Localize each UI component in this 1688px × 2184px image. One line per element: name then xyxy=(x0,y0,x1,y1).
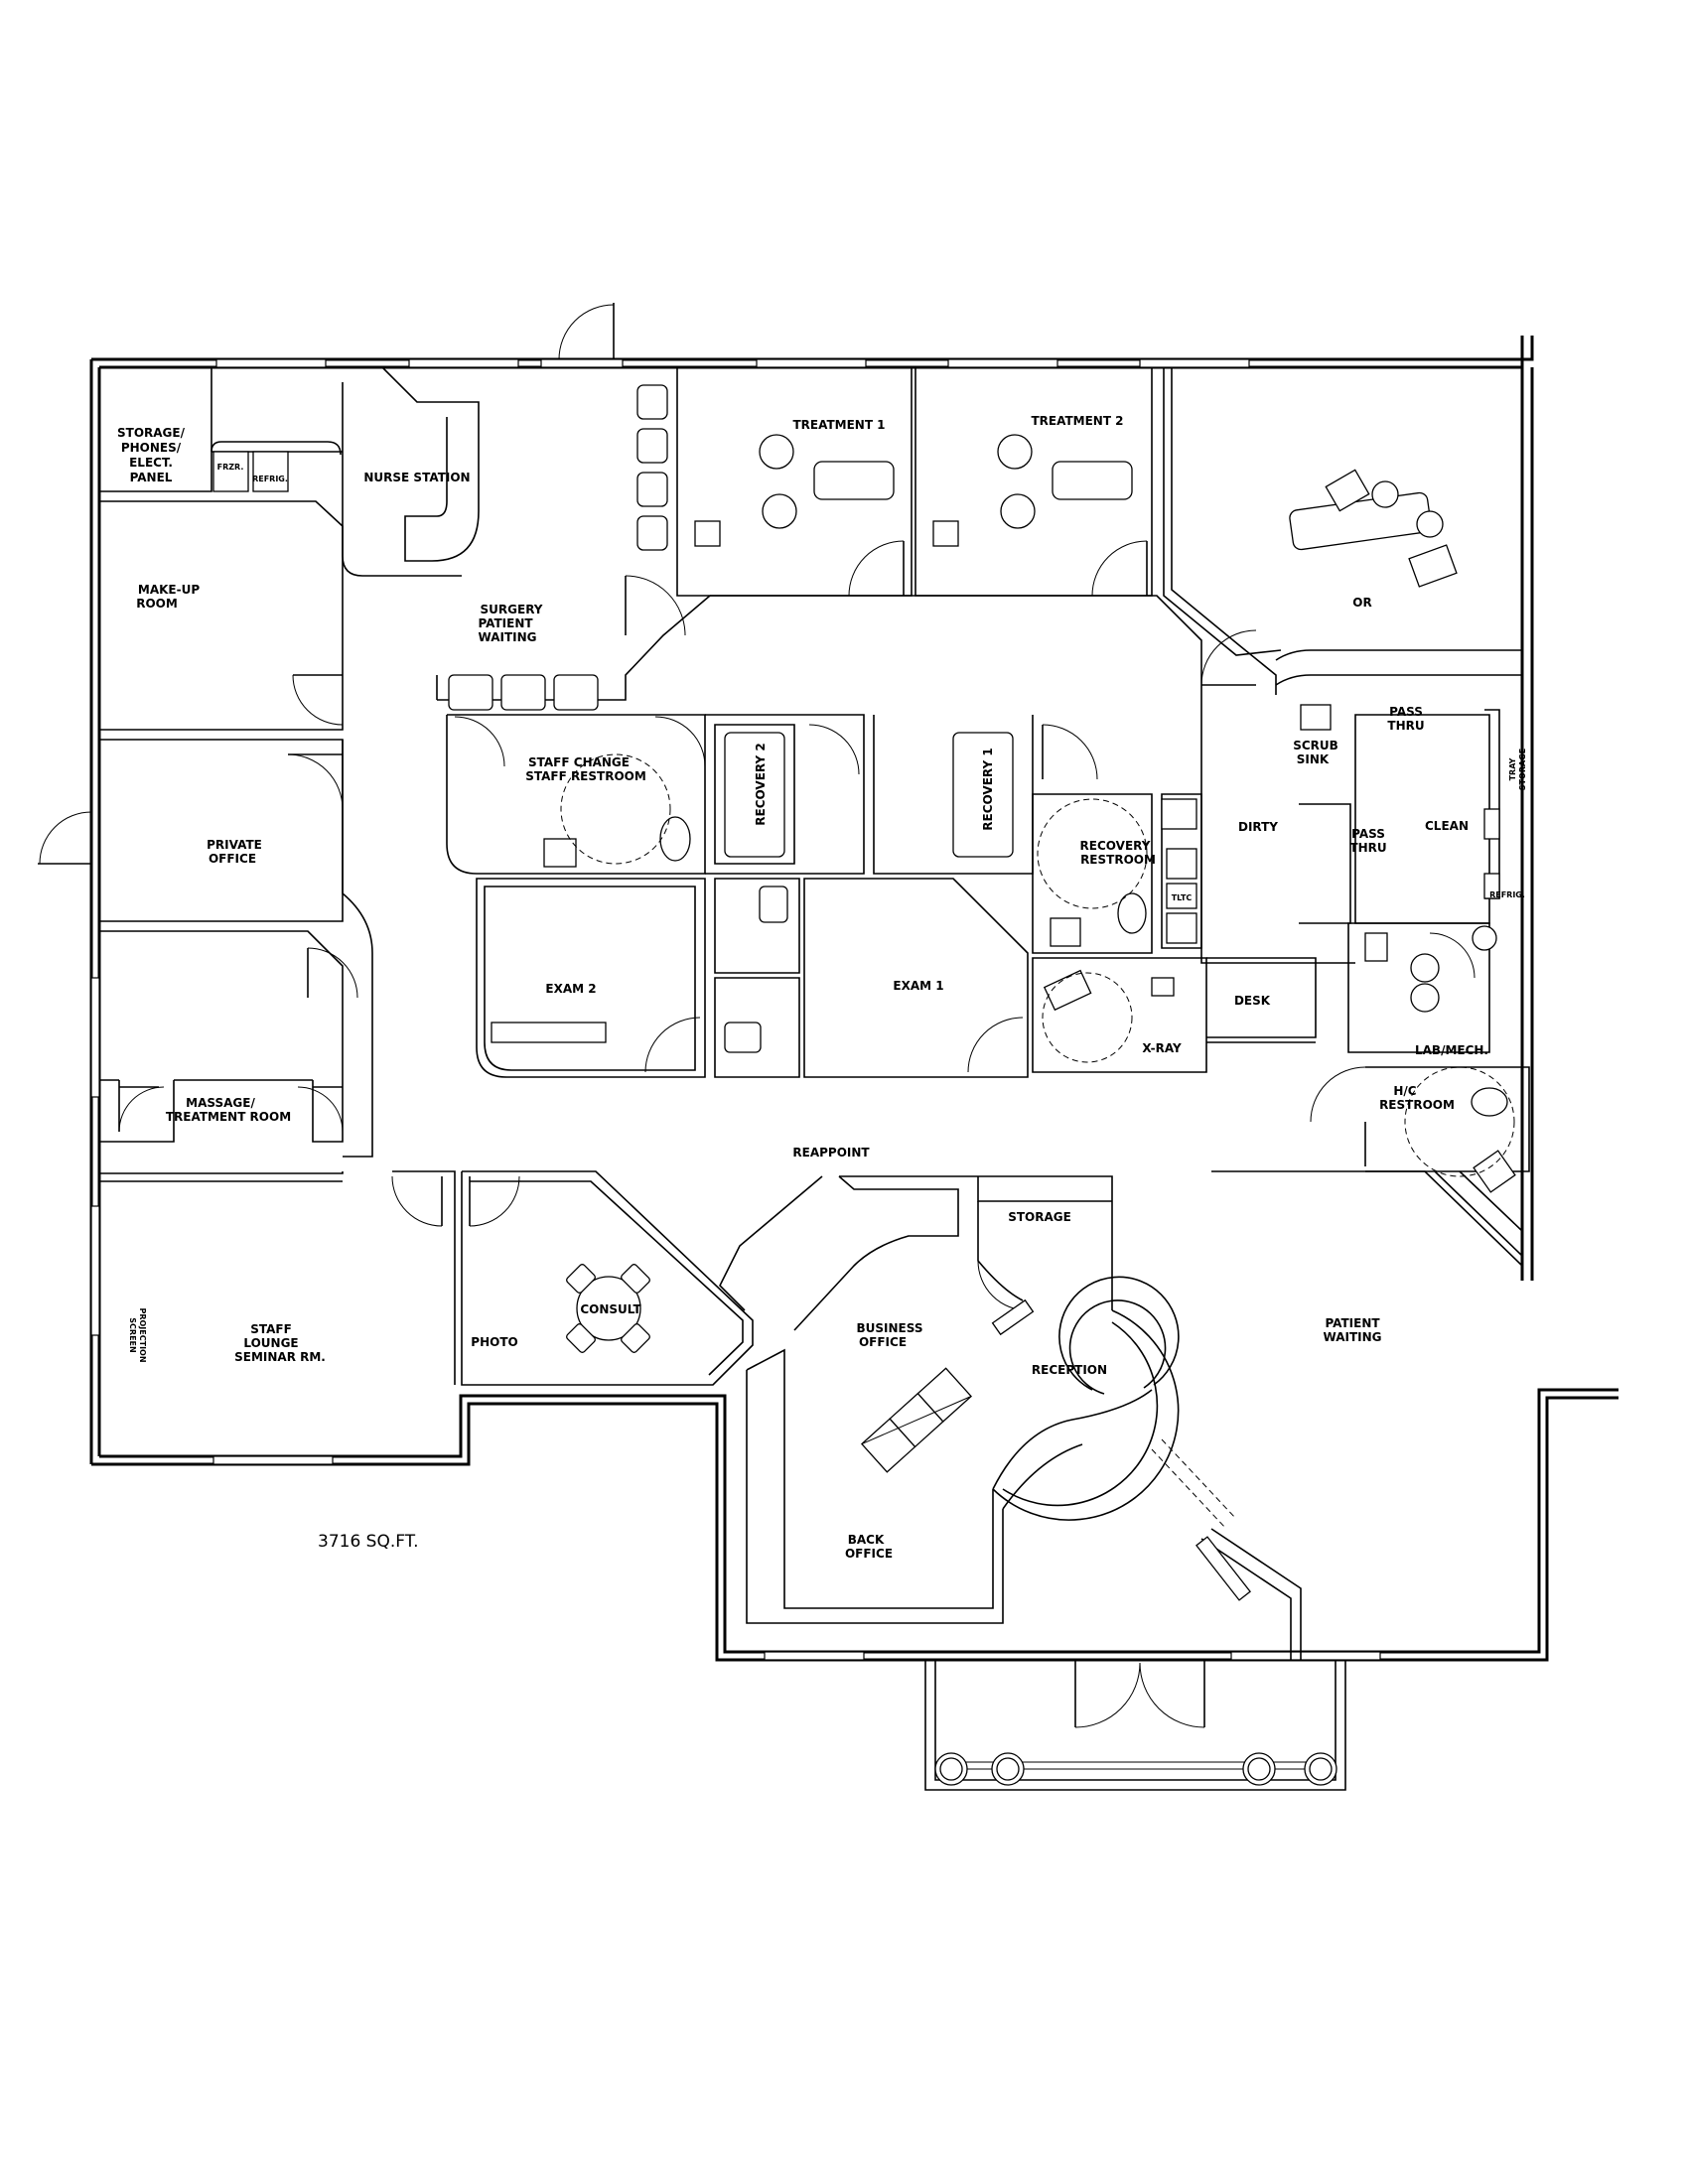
label-exam-1: EXAM 1 xyxy=(893,979,943,993)
label-tray-storage: TRAYSTORAGE xyxy=(1508,749,1527,790)
label-massage: MASSAGE/TREATMENT ROOM xyxy=(166,1096,291,1124)
label-x-ray: X-RAY xyxy=(1142,1041,1182,1055)
label-reception: RECEPTION xyxy=(1032,1363,1107,1377)
label-projection-screen: PROJECTIONSCREEN xyxy=(128,1307,147,1362)
label-nurse-station: NURSE STATION xyxy=(363,471,470,484)
label-recovery-1: RECOVERY 1 xyxy=(981,748,995,830)
label-recovery-2: RECOVERY 2 xyxy=(754,743,768,825)
label-refrig-nurse: REFRIG. xyxy=(252,475,288,483)
room-labels: STORAGE/PHONES/ELECT.PANEL FRZR. REFRIG.… xyxy=(117,414,1527,1561)
label-treatment-1: TREATMENT 1 xyxy=(792,418,885,432)
label-clean: CLEAN xyxy=(1425,819,1469,833)
interior-walls xyxy=(99,366,1530,1660)
label-consult: CONSULT xyxy=(580,1302,641,1316)
label-dirty: DIRTY xyxy=(1238,820,1278,834)
label-reappoint: REAPPOINT xyxy=(792,1146,870,1160)
entry-porch xyxy=(924,1660,1346,1791)
label-refrig-clean: REFRIG. xyxy=(1489,890,1525,899)
doors xyxy=(38,303,1476,1311)
label-toilet-sign: TLTC xyxy=(1172,893,1193,902)
label-storage-phones: STORAGE/PHONES/ELECT.PANEL xyxy=(117,426,186,484)
label-exam-2: EXAM 2 xyxy=(545,982,596,996)
label-lab-mech: LAB/MECH. xyxy=(1415,1043,1488,1057)
label-desk: DESK xyxy=(1234,994,1271,1008)
windows xyxy=(90,358,1381,1661)
reception-counter xyxy=(992,1276,1251,1601)
label-or: OR xyxy=(1352,596,1371,610)
label-treatment-2: TREATMENT 2 xyxy=(1031,414,1123,428)
label-storage: STORAGE xyxy=(1008,1210,1071,1224)
label-photo: PHOTO xyxy=(471,1335,517,1349)
furniture xyxy=(212,384,1516,1473)
label-frzr: FRZR. xyxy=(217,463,244,472)
area-note: 3716 SQ.FT. xyxy=(318,1532,419,1552)
